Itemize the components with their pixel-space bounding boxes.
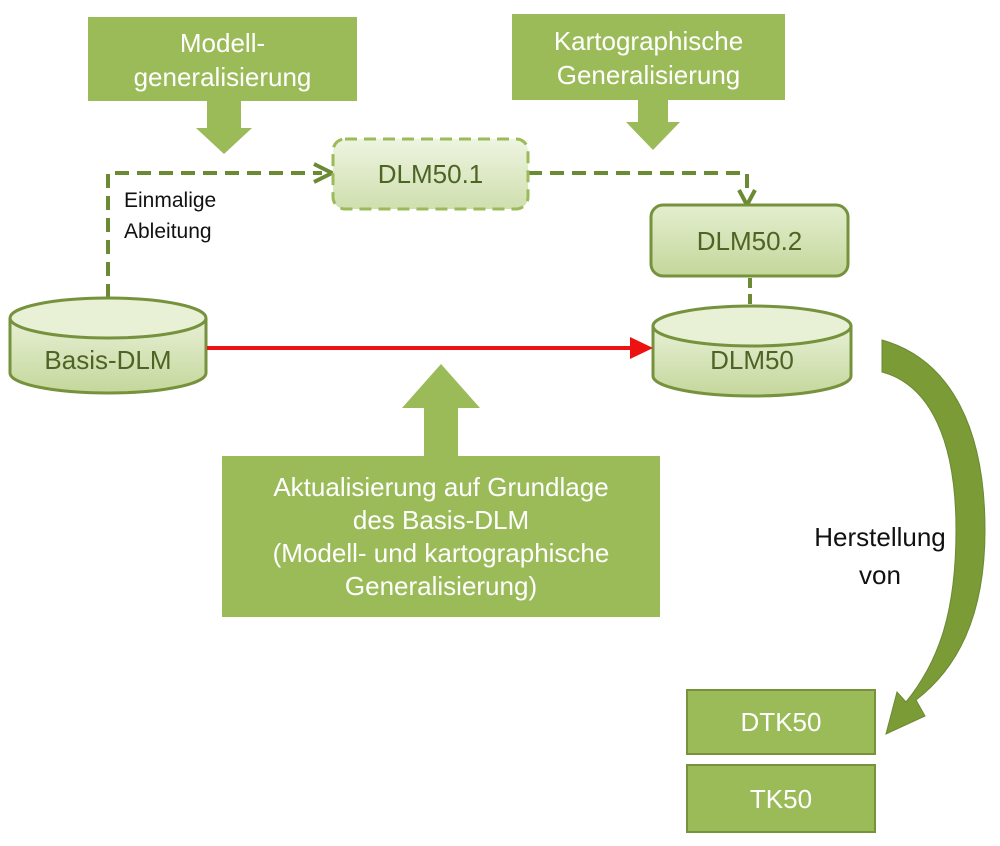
- einmalige-ableitung-line-2: Ableitung: [124, 220, 212, 243]
- dlm50-1-to-dlm50-2-dashed-connector: [528, 171, 749, 196]
- dtk50-box: [686, 689, 876, 755]
- einmalige-ableitung-label: Einmalige Ableitung: [124, 185, 216, 247]
- herstellung-von-line-2: von: [859, 560, 901, 590]
- aktualisierung-callout: [222, 364, 660, 617]
- dtk50-label: DTK50: [740, 707, 822, 737]
- einmalige-ableitung-dashed-connector: [106, 171, 322, 298]
- dlm50-1-box: [331, 137, 530, 211]
- aktualisierung-line-3: (Modell- und kartographische: [272, 537, 610, 568]
- dlm50-2-label: DLM50.2: [696, 225, 803, 256]
- tk50-box: [686, 764, 876, 833]
- dlm50-2-box: [649, 203, 850, 278]
- dlm50-1-arrowhead: [313, 162, 337, 184]
- basis-dlm-cylinder: [8, 296, 208, 395]
- dlm50-1-label: DLM50.1: [377, 159, 484, 189]
- update-arrowhead: [630, 337, 653, 359]
- tk50-label: TK50: [749, 783, 813, 814]
- modell-generalisierung-line-2: generalisierung: [133, 62, 312, 92]
- aktualisierung-line-4: Generalisierung): [344, 570, 538, 601]
- dlm50-cylinder: [651, 304, 853, 398]
- modell-generalisierung-line-1: Modell-: [179, 28, 266, 58]
- kartographische-generalisierung-line-2: Generalisierung: [556, 60, 741, 90]
- aktualisierung-label: Aktualisierung auf Grundlage des Basis-D…: [222, 460, 660, 613]
- dlm50-label: DLM50: [710, 345, 794, 375]
- herstellung-von-label: Herstellung von: [800, 518, 960, 594]
- herstellung-von-line-1: Herstellung: [814, 522, 946, 552]
- basis-dlm-label: Basis-DLM: [44, 345, 172, 375]
- dlm50-2-arrowhead: [737, 189, 757, 210]
- aktualisierung-line-2: des Basis-DLM: [352, 504, 530, 535]
- herstellung-curved-arrow: [881, 339, 986, 735]
- modell-generalisierung-label: Modell- generalisierung: [88, 22, 357, 98]
- einmalige-ableitung-line-1: Einmalige: [124, 189, 217, 212]
- kartographische-generalisierung-label: Kartographische Generalisierung: [512, 20, 785, 96]
- modell-generalisierung-callout: [88, 17, 357, 154]
- aktualisierung-line-1: Aktualisierung auf Grundlage: [273, 471, 609, 502]
- kartographische-generalisierung-line-1: Kartographische: [553, 26, 744, 56]
- kartographische-generalisierung-callout: [512, 14, 785, 150]
